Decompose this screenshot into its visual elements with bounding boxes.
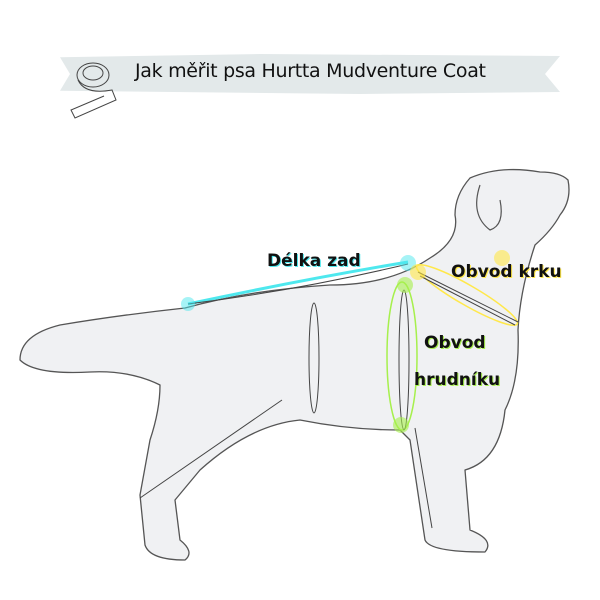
page-title: Jak měřit psa Hurtta Mudventure Coat xyxy=(135,60,486,82)
chest-girth-label-line1: Obvod xyxy=(424,333,486,353)
neck-girth-measure xyxy=(410,250,519,327)
chest-girth-label-line2: hrudníku xyxy=(414,370,501,390)
leg-lines xyxy=(139,399,433,529)
dog-body xyxy=(19,168,570,561)
neck-girth-label: Obvod krku xyxy=(451,262,562,282)
waist-line xyxy=(308,302,320,414)
back-length-measure xyxy=(181,255,416,311)
back-length-label: Délka zad xyxy=(267,251,361,271)
chest-girth-measure xyxy=(386,277,418,433)
title-banner xyxy=(60,54,560,94)
ear xyxy=(476,184,502,231)
measuring-tape-icon xyxy=(70,62,117,119)
